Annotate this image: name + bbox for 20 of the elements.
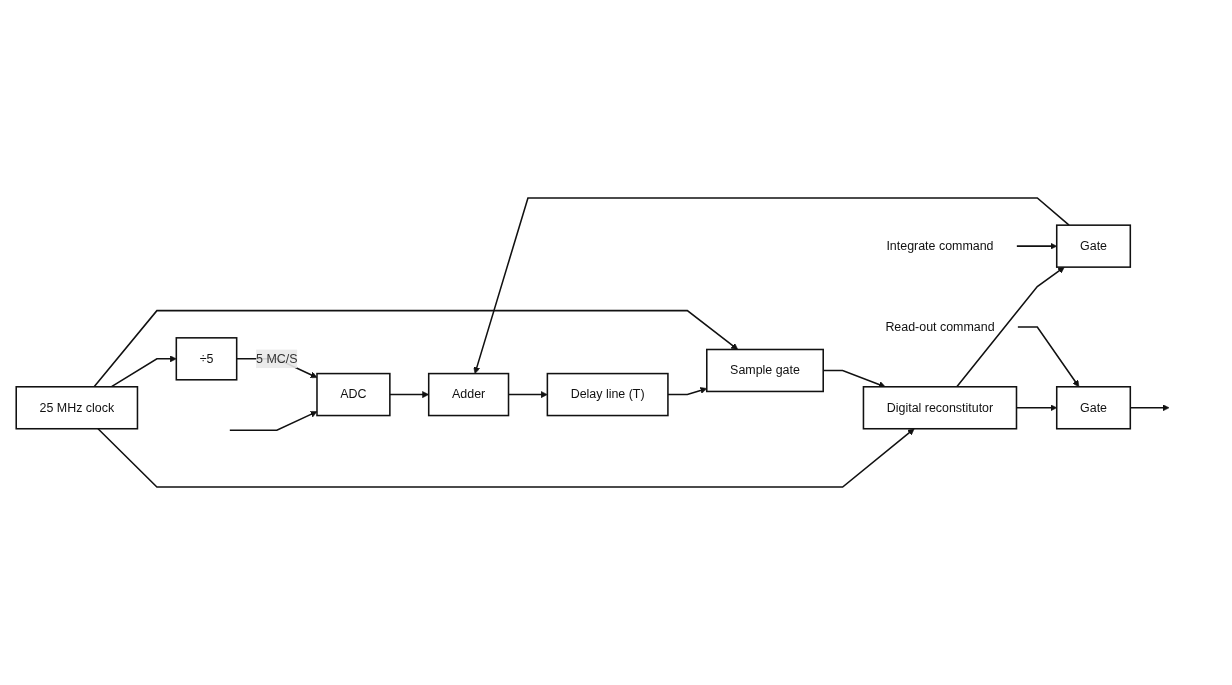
node-box: ADC (316, 372, 391, 417)
node-box: Sample gate (706, 348, 824, 393)
edge-label: 5 MC/S (256, 351, 298, 366)
arrow (956, 266, 1065, 388)
node-box: Gate (1055, 224, 1132, 268)
arrow (473, 197, 1070, 374)
node-text: Integrate command (886, 239, 994, 253)
node-box: 25 MHz clock (15, 386, 139, 430)
node-box: Digital reconstitutor (862, 386, 1018, 430)
arrow (97, 427, 915, 488)
node-box: Adder (427, 372, 510, 417)
node-box: Gate (1055, 386, 1132, 430)
node-box: ÷5 (175, 337, 238, 381)
arrow (1017, 326, 1080, 388)
node-text: Read-out command (885, 319, 995, 334)
arrow (110, 355, 177, 388)
node-box: Delay line (T) (546, 372, 669, 417)
arrow (667, 387, 708, 396)
arrow (389, 391, 429, 398)
arrow (93, 309, 739, 388)
